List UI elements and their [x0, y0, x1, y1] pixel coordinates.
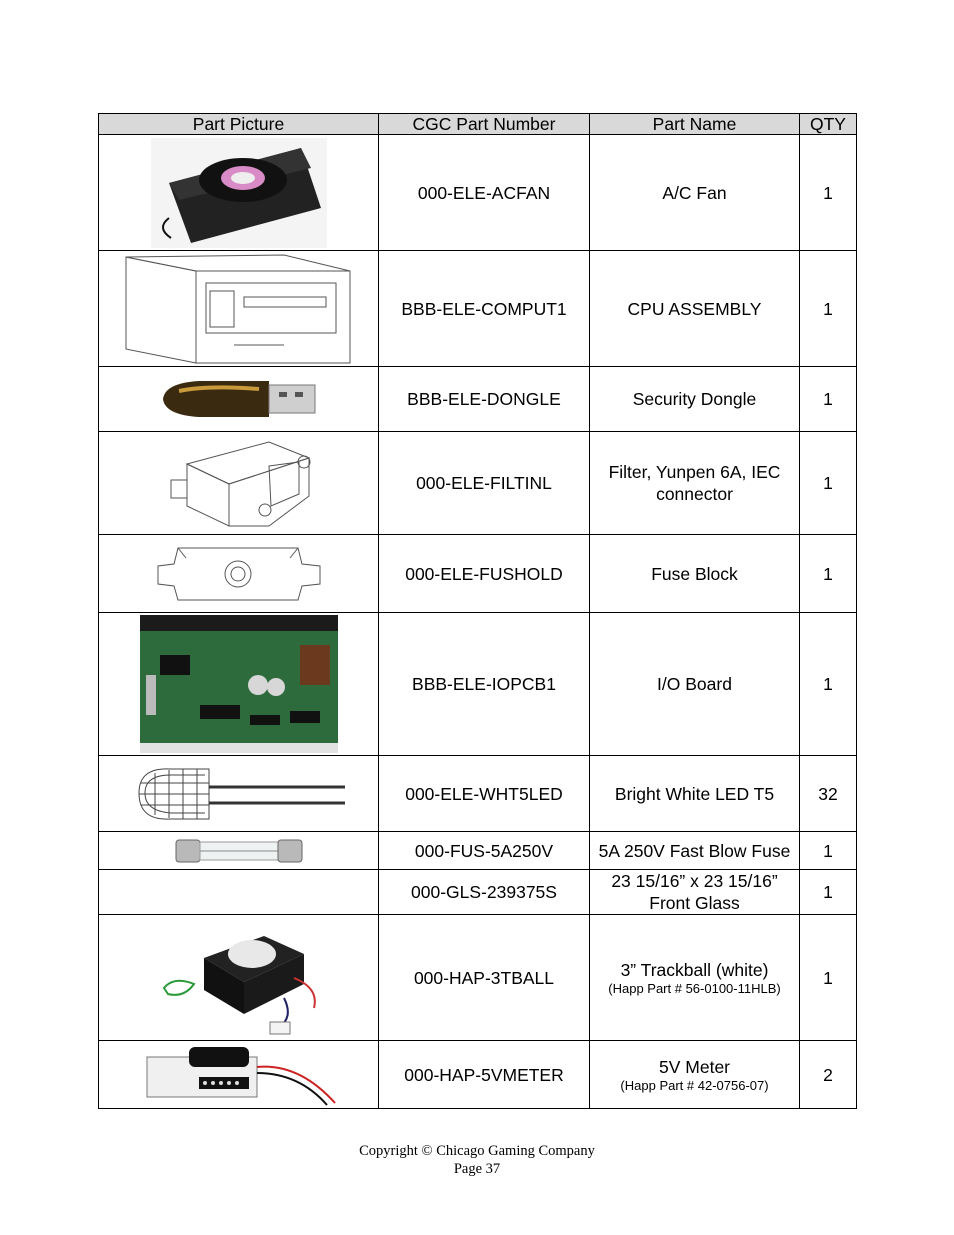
- part-name: Bright White LED T5: [589, 755, 800, 832]
- part-name: 23 15/16” x 23 15/16” Front Glass: [589, 869, 800, 915]
- part-picture-cell: [98, 534, 379, 613]
- part-name: 5V Meter: [659, 1056, 730, 1077]
- glass-fuse-image: [175, 839, 302, 862]
- part-number: BBB-ELE-DONGLE: [378, 366, 590, 432]
- table-row: 000-ELE-FUSHOLD Fuse Block 1: [98, 534, 857, 613]
- header-part-number: CGC Part Number: [378, 113, 590, 135]
- part-qty: 32: [799, 755, 857, 832]
- part-number: 000-HAP-5VMETER: [378, 1040, 590, 1109]
- led-image: [137, 767, 345, 820]
- header-qty: QTY: [799, 113, 857, 135]
- part-qty: 1: [799, 612, 857, 756]
- table-row: BBB-ELE-COMPUT1 CPU ASSEMBLY 1: [98, 250, 857, 367]
- part-name: Fuse Block: [589, 534, 800, 613]
- ac-fan-image: [150, 137, 327, 248]
- part-picture-cell: [98, 431, 379, 535]
- part-picture-cell: [98, 755, 379, 832]
- usb-dongle-image: [162, 381, 315, 417]
- part-name: Filter, Yunpen 6A, IEC connector: [589, 431, 800, 535]
- part-picture-cell: [98, 612, 379, 756]
- part-number: 000-ELE-ACFAN: [378, 134, 590, 251]
- part-number: BBB-ELE-IOPCB1: [378, 612, 590, 756]
- part-number: 000-GLS-239375S: [378, 869, 590, 915]
- part-number: 000-ELE-WHT5LED: [378, 755, 590, 832]
- part-qty: 1: [799, 869, 857, 915]
- part-picture-cell: [98, 134, 379, 251]
- table-row: 000-GLS-239375S 23 15/16” x 23 15/16” Fr…: [98, 869, 857, 915]
- table-row: 000-ELE-FILTINL Filter, Yunpen 6A, IEC c…: [98, 431, 857, 535]
- part-number: BBB-ELE-COMPUT1: [378, 250, 590, 367]
- part-name: 3” Trackball (white): [620, 959, 769, 980]
- table-row: 000-ELE-ACFAN A/C Fan 1: [98, 134, 857, 251]
- copyright-text: Copyright © Chicago Gaming Company: [359, 1143, 595, 1159]
- part-name: A/C Fan: [589, 134, 800, 251]
- part-number: 000-ELE-FILTINL: [378, 431, 590, 535]
- io-board-image: [139, 615, 338, 753]
- part-note: (Happ Part # 42-0756-07): [620, 1077, 769, 1093]
- page-footer: Copyright © Chicago Gaming Company Page …: [0, 1142, 954, 1178]
- part-number: 000-HAP-3TBALL: [378, 914, 590, 1041]
- part-number: 000-ELE-FUSHOLD: [378, 534, 590, 613]
- part-qty: 1: [799, 134, 857, 251]
- part-name: Security Dongle: [589, 366, 800, 432]
- part-name: CPU ASSEMBLY: [589, 250, 800, 367]
- part-qty: 1: [799, 831, 857, 870]
- header-row: Part Picture CGC Part Number Part Name Q…: [98, 113, 857, 135]
- part-qty: 1: [799, 366, 857, 432]
- fuse-block-image: [157, 547, 320, 600]
- part-number: 000-FUS-5A250V: [378, 831, 590, 870]
- parts-table: Part Picture CGC Part Number Part Name Q…: [98, 113, 857, 1109]
- cpu-assembly-image: [125, 253, 350, 364]
- part-name: 5A 250V Fast Blow Fuse: [589, 831, 800, 870]
- part-picture-cell: [98, 366, 379, 432]
- table-row: 000-FUS-5A250V 5A 250V Fast Blow Fuse 1: [98, 831, 857, 870]
- part-qty: 2: [799, 1040, 857, 1109]
- table-row: BBB-ELE-IOPCB1 I/O Board 1: [98, 612, 857, 756]
- table-row: 000-HAP-3TBALL 3” Trackball (white) (Hap…: [98, 914, 857, 1041]
- part-picture-cell: [98, 1040, 379, 1109]
- filter-image: [170, 441, 310, 527]
- page-number: Page 37: [453, 1161, 501, 1177]
- header-part-name: Part Name: [589, 113, 800, 135]
- part-qty: 1: [799, 250, 857, 367]
- part-picture-cell: [98, 914, 379, 1041]
- part-qty: 1: [799, 431, 857, 535]
- header-part-picture: Part Picture: [98, 113, 379, 135]
- part-name-cell: 3” Trackball (white) (Happ Part # 56-010…: [589, 914, 800, 1041]
- part-name-cell: 5V Meter (Happ Part # 42-0756-07): [589, 1040, 800, 1109]
- part-name: I/O Board: [589, 612, 800, 756]
- part-picture-cell: [98, 869, 379, 915]
- trackball-image: [162, 935, 316, 1034]
- meter-image: [146, 1046, 336, 1106]
- part-note: (Happ Part # 56-0100-11HLB): [608, 980, 781, 996]
- part-qty: 1: [799, 914, 857, 1041]
- table-row: BBB-ELE-DONGLE Security Dongle 1: [98, 366, 857, 432]
- table-row: 000-HAP-5VMETER 5V Meter (Happ Part # 42…: [98, 1040, 857, 1109]
- part-qty: 1: [799, 534, 857, 613]
- part-picture-cell: [98, 831, 379, 870]
- table-row: 000-ELE-WHT5LED Bright White LED T5 32: [98, 755, 857, 832]
- part-picture-cell: [98, 250, 379, 367]
